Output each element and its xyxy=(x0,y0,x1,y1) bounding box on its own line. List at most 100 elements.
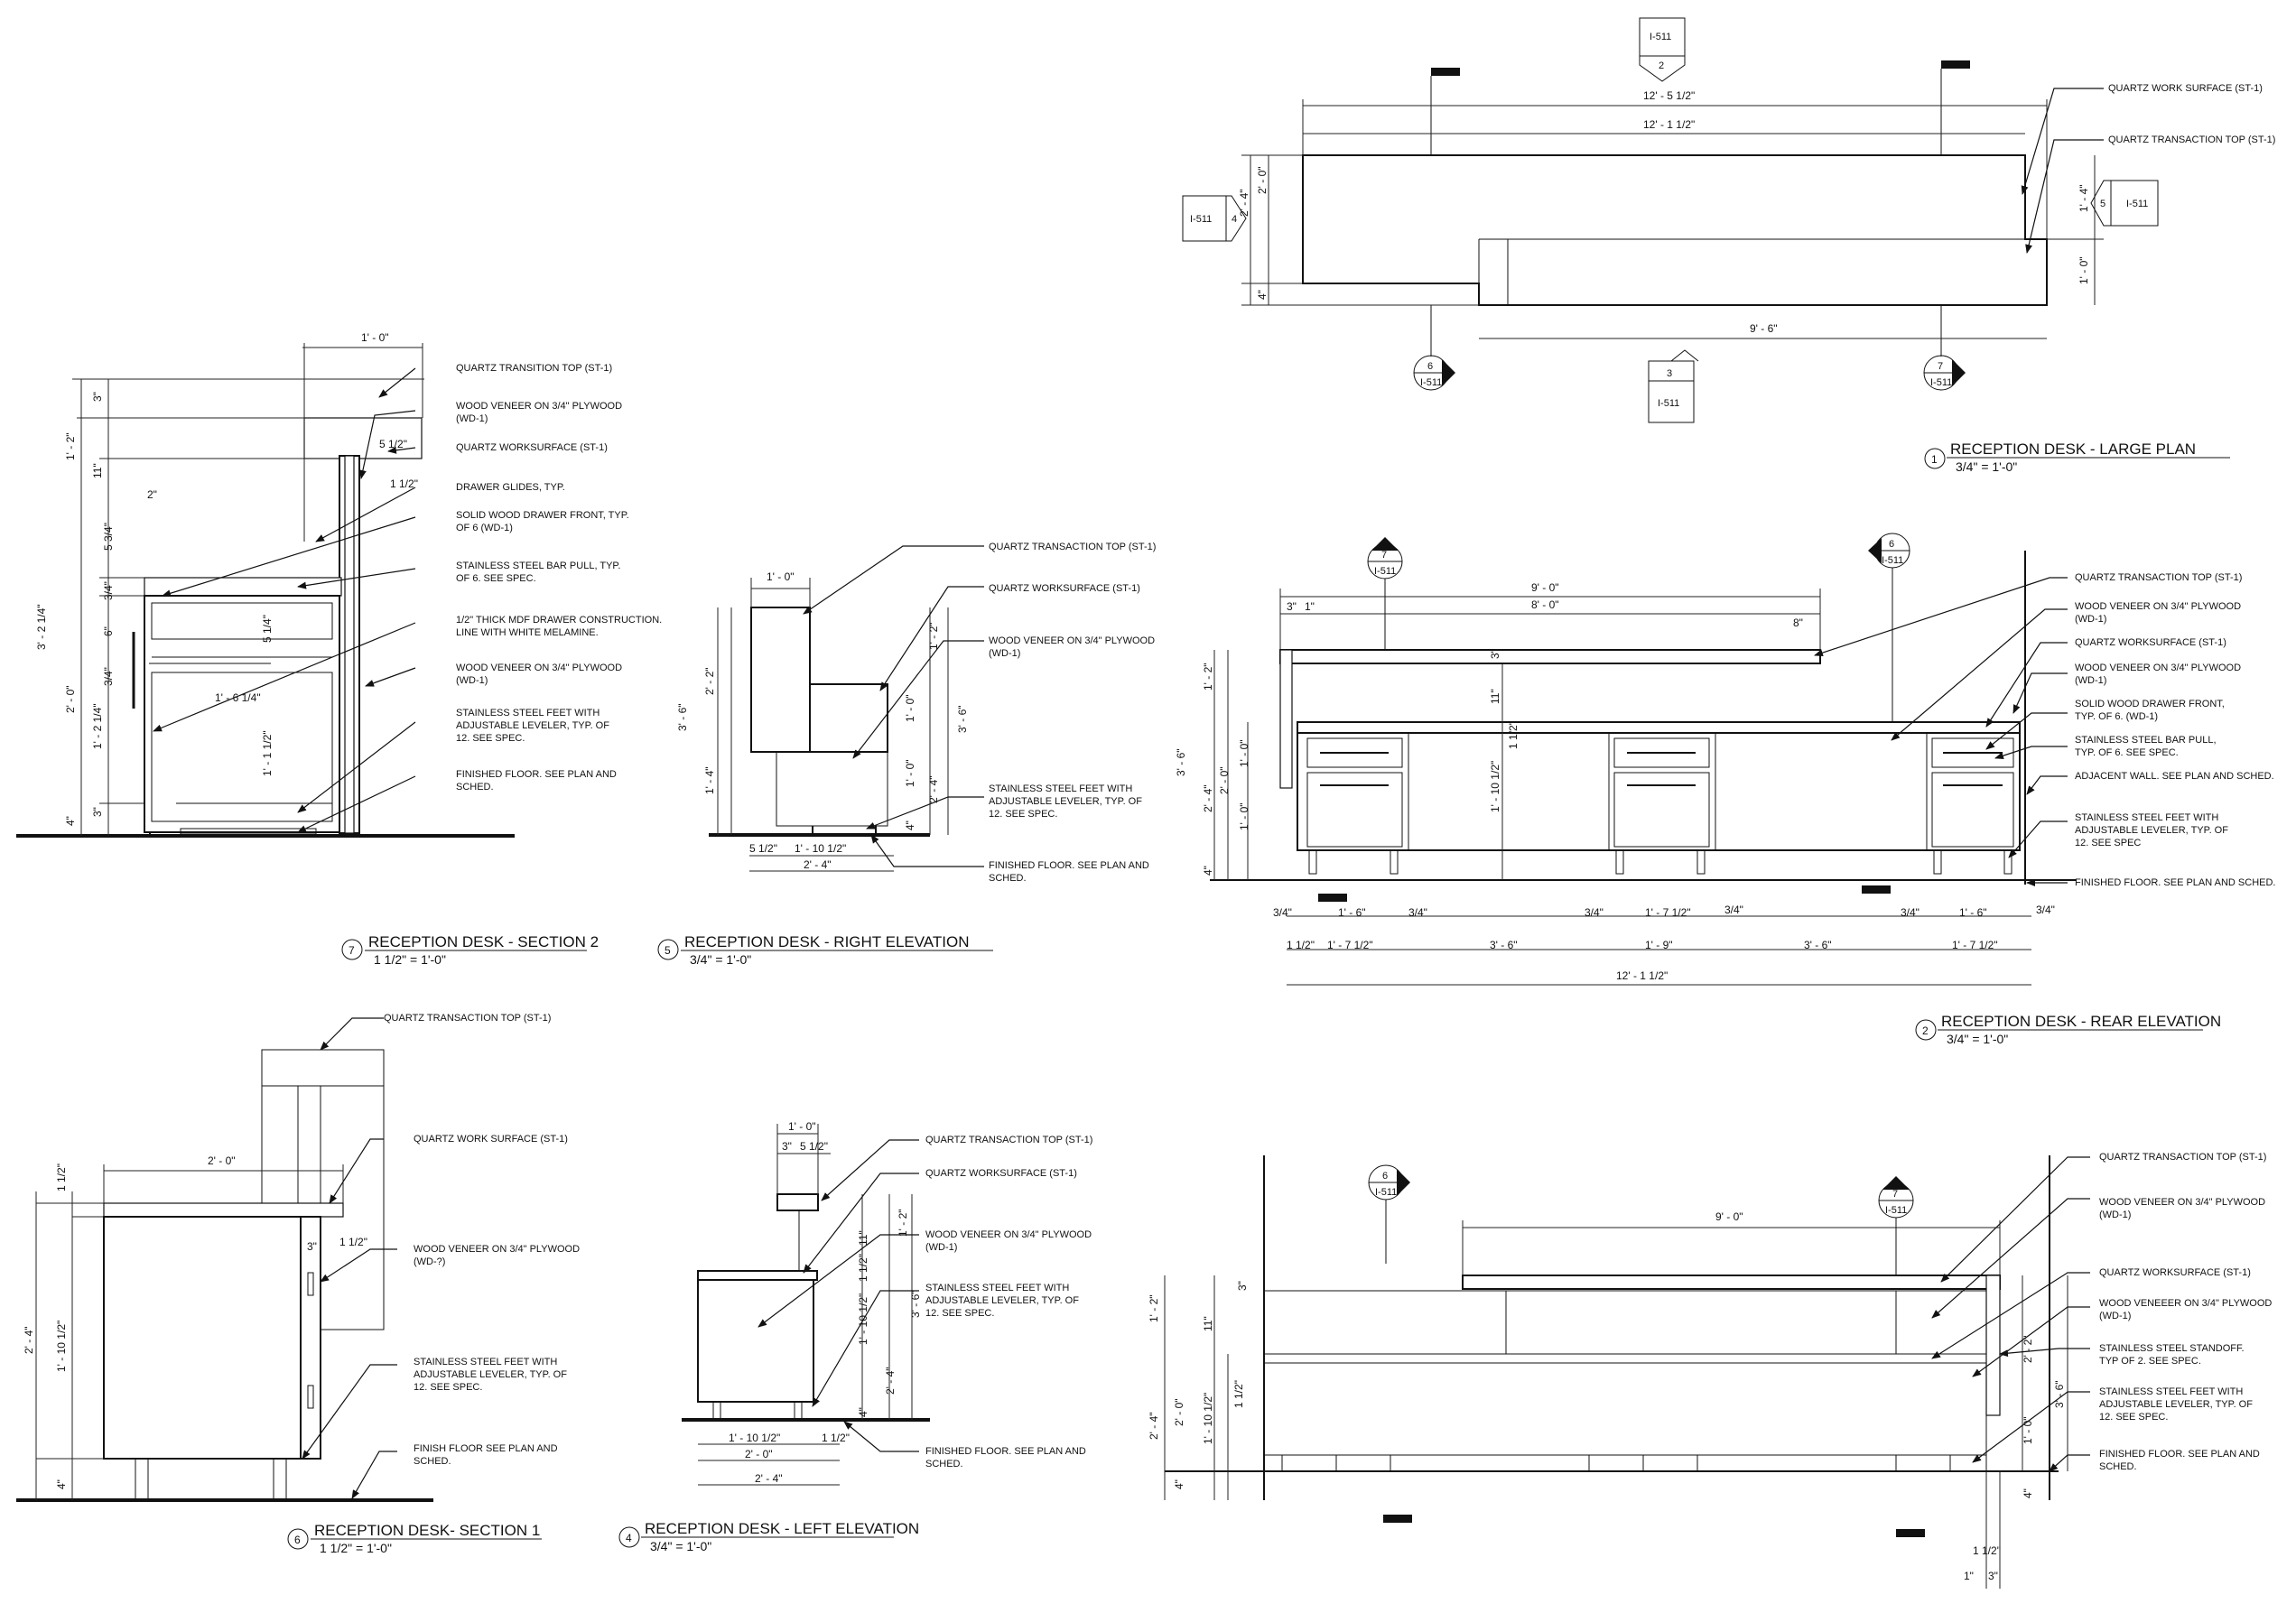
dim-text: 3/4" xyxy=(102,581,115,600)
cabinet-end xyxy=(776,751,888,827)
note: 12. SEE SPEC xyxy=(2075,838,2141,848)
svg-text:I-511: I-511 xyxy=(1375,1187,1397,1198)
detail-number: 5 xyxy=(665,944,671,957)
svg-text:I-511: I-511 xyxy=(1190,214,1212,225)
dim-text: 4" xyxy=(1256,290,1269,300)
note: TYP. OF 6. (WD-1) xyxy=(2075,711,2158,722)
svg-text:2' - 4": 2' - 4" xyxy=(1202,784,1214,812)
note: STAINLESS STEEL FEET WITH xyxy=(414,1357,557,1367)
leaders xyxy=(758,1139,919,1452)
dim-text: 1' - 4" xyxy=(2078,184,2090,212)
dims-bottom-1: 3/4" 1' - 6" 3/4" 3/4" 1' - 7 1/2" 3/4" … xyxy=(1273,904,2055,919)
dim-text: 12' - 5 1/2" xyxy=(1643,89,1695,102)
note: QUARTZ WORKSURFACE (ST-1) xyxy=(925,1168,1077,1179)
svg-text:6: 6 xyxy=(1427,361,1433,372)
dim-text: 4" xyxy=(1173,1479,1185,1489)
detail-number: 6 xyxy=(294,1534,301,1546)
dim-text: 1 1/2" xyxy=(390,477,418,490)
dim-text: 1' - 10 1/2" xyxy=(55,1321,68,1372)
dim-text: 1' - 10 1/2" xyxy=(729,1432,780,1444)
detail-title: RECEPTION DESK- SECTION 1 xyxy=(314,1522,540,1539)
note: SOLID WOOD DRAWER FRONT, TYP. xyxy=(456,510,629,521)
note: WOOD VENEER ON 3/4" PLYWOOD xyxy=(2075,601,2241,612)
note: FINISH FLOOR SEE PLAN AND xyxy=(414,1443,558,1454)
svg-text:3' - 6": 3' - 6" xyxy=(1490,939,1518,951)
dim-text: 1' - 2" xyxy=(897,1209,909,1237)
detail-title: RECEPTION DESK - REAR ELEVATION xyxy=(1941,1013,2221,1030)
dim-text: 1' - 2" xyxy=(64,432,77,460)
svg-text:7: 7 xyxy=(1381,550,1387,561)
leveler-feet xyxy=(1281,1455,1951,1471)
svg-text:1' - 2": 1' - 2" xyxy=(1202,663,1214,691)
svg-text:1' - 6": 1' - 6" xyxy=(1338,906,1366,919)
note: 12. SEE SPEC. xyxy=(2099,1412,2168,1423)
dim-text: 2' - 0" xyxy=(1256,166,1269,194)
veneer-panel xyxy=(300,1216,321,1460)
svg-text:2: 2 xyxy=(1659,60,1664,71)
note: STAINLESS STEEL STANDOFF. xyxy=(2099,1343,2245,1354)
svg-text:2' - 0": 2' - 0" xyxy=(1218,766,1231,794)
svg-text:I-511: I-511 xyxy=(1420,377,1442,388)
dim-text: 1' - 2" xyxy=(1148,1294,1160,1322)
svg-text:1' - 10 1/2": 1' - 10 1/2" xyxy=(1489,761,1501,812)
dim-text: 1' - 1 1/2" xyxy=(261,730,274,776)
standoff-panel xyxy=(1985,1275,2001,1416)
leaders xyxy=(2021,88,2104,254)
tag-elevation-2: I-511 2 xyxy=(1639,17,1686,82)
note: QUARTZ WORKSURFACE (ST-1) xyxy=(2099,1267,2251,1278)
dim-text: 3' - 2 1/4" xyxy=(35,604,48,650)
dim-text: 3/4" xyxy=(102,667,115,686)
dims-left: 1' - 2" 3' - 6" 2' - 4" 2' - 0" 1' - 0" … xyxy=(1175,663,1520,876)
dim-text: 1' - 0" xyxy=(361,331,389,344)
svg-text:7: 7 xyxy=(1938,361,1943,372)
dim-text: 1' - 0" xyxy=(2078,256,2090,284)
transaction-top xyxy=(1462,1275,2001,1290)
dim-text: 2' - 4" xyxy=(23,1326,35,1354)
leveler-feet xyxy=(1308,849,2012,875)
worksurface xyxy=(1263,1353,1987,1364)
dim-text: 1 1/2" xyxy=(857,1254,869,1282)
svg-text:6: 6 xyxy=(1382,1171,1388,1182)
svg-text:3/4": 3/4" xyxy=(1408,906,1427,919)
dim-text: 3" xyxy=(1988,1570,1998,1582)
dim-text: 1 1/2" xyxy=(1232,1380,1245,1408)
note: TYP OF 2. SEE SPEC. xyxy=(2099,1356,2201,1367)
dim-text: 1' - 2" xyxy=(927,622,940,650)
plan-outline xyxy=(1302,154,2048,306)
svg-text:3/4": 3/4" xyxy=(1724,904,1743,916)
note: SCHED. xyxy=(456,782,494,793)
note: (WD-1) xyxy=(2099,1311,2131,1321)
dim-text: 1 1/2" xyxy=(339,1236,367,1248)
svg-text:1' - 9": 1' - 9" xyxy=(1645,939,1673,951)
detail-scale: 1 1/2" = 1'-0" xyxy=(320,1541,392,1555)
dims-bottom-2: 1 1/2" 1' - 7 1/2" 3' - 6" 1' - 9" 3' - … xyxy=(1287,939,1998,951)
detail-title: RECEPTION DESK - RIGHT ELEVATION xyxy=(684,933,970,950)
note: QUARTZ TRANSACTION TOP (ST-1) xyxy=(925,1135,1092,1145)
svg-text:I-511: I-511 xyxy=(2126,199,2148,209)
note: STAINLESS STEEL FEET WITH xyxy=(2075,812,2218,823)
note: ADJUSTABLE LEVELER, TYP. OF xyxy=(456,720,609,731)
dim-text: 3" xyxy=(91,807,104,817)
svg-text:3": 3" xyxy=(1489,649,1501,659)
note: (WD-1) xyxy=(2099,1210,2131,1220)
detail-number-bubble xyxy=(618,1526,640,1548)
dim-text: 5 1/4" xyxy=(261,615,274,643)
note: ADJUSTABLE LEVELER, TYP. OF xyxy=(989,796,1142,807)
svg-text:1' - 0": 1' - 0" xyxy=(1238,739,1250,767)
detail-front-elevation: 9' - 0" 3" 1' - 2" 11" 2' - 4" 2' - 0" 1… xyxy=(1148,1152,2272,1589)
note: QUARTZ WORK SURFACE (ST-1) xyxy=(2108,83,2263,94)
svg-text:6: 6 xyxy=(1889,539,1894,550)
note: QUARTZ TRANSACTION TOP (ST-1) xyxy=(989,542,1156,552)
svg-text:1' - 0": 1' - 0" xyxy=(1238,802,1250,830)
dims-top: 9' - 0" 3" 1" 8' - 0" 8" 3" 11" xyxy=(1287,581,1803,704)
note: 12. SEE SPEC. xyxy=(925,1308,994,1319)
dim-text: 2' - 0" xyxy=(745,1448,773,1460)
dim-text: 2' - 4" xyxy=(1148,1412,1160,1440)
note: (WD-1) xyxy=(2075,614,2106,625)
svg-text:11": 11" xyxy=(1489,689,1501,704)
note: WOOD VENEER ON 3/4" PLYWOOD xyxy=(456,401,622,412)
note: (WD-1) xyxy=(989,648,1020,659)
note: (WD-1) xyxy=(925,1242,957,1253)
svg-text:1' - 7 1/2": 1' - 7 1/2" xyxy=(1952,939,1998,951)
detail-title: RECEPTION DESK - LEFT ELEVATION xyxy=(645,1520,919,1537)
